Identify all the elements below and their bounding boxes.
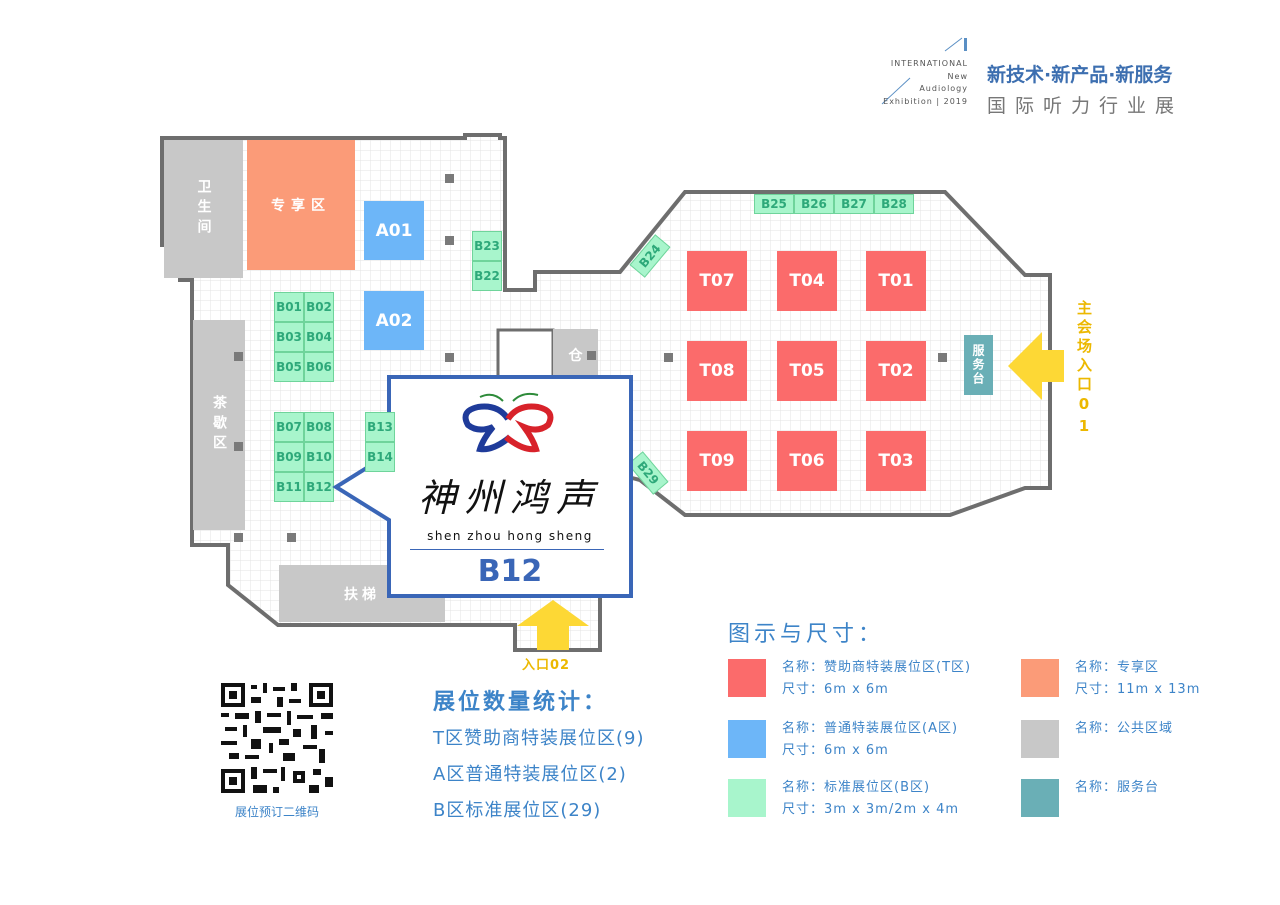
booth-b08[interactable]: B08 xyxy=(304,412,334,442)
booth-b10[interactable]: B10 xyxy=(304,442,334,472)
slogan: 新技术·新产品·新服务 xyxy=(987,64,1173,86)
booth-b11[interactable]: B11 xyxy=(274,472,304,502)
main-entrance-label: 主会场入口01 xyxy=(1075,300,1093,439)
booth-a01[interactable]: A01 xyxy=(364,201,424,260)
legend-item-b: 名称：标准展位区(B区) 尺寸：3m x 3m/2m x 4m xyxy=(782,777,959,821)
booth-t01[interactable]: T01 xyxy=(866,251,926,311)
exhibition-logo: INTERNATIONAL New Audiology Exhibition |… xyxy=(880,36,970,116)
pillar xyxy=(664,353,673,362)
booth-b12[interactable]: B12 xyxy=(304,472,334,502)
legend-item-vip: 名称：专享区尺寸：11m x 13m xyxy=(1075,657,1200,701)
legend-swatch-a xyxy=(728,720,766,758)
booth-t04[interactable]: T04 xyxy=(777,251,837,311)
legend-swatch-service xyxy=(1021,779,1059,817)
legend-size: 尺寸：3m x 3m/2m x 4m xyxy=(782,802,960,817)
booth-b13[interactable]: B13 xyxy=(365,412,395,442)
legend-swatch-vip xyxy=(1021,659,1059,697)
legend-name: 名称：专享区 xyxy=(1075,660,1160,675)
stats-title: 展位数量统计： xyxy=(433,690,609,715)
legend-name: 名称：普通特装展位区(A区) xyxy=(782,721,959,736)
booth-b25[interactable]: B25 xyxy=(754,194,794,214)
pillar xyxy=(445,353,454,362)
legend-name: 名称：公共区域 xyxy=(1075,721,1174,736)
legend-size: 尺寸：6m x 6m xyxy=(782,682,889,697)
booth-b01[interactable]: B01 xyxy=(274,292,304,322)
booth-a02[interactable]: A02 xyxy=(364,291,424,350)
entrance-arrow-up-icon xyxy=(517,600,589,650)
pillar xyxy=(587,351,596,360)
legend-name: 名称：标准展位区(B区) xyxy=(782,780,931,795)
pillar xyxy=(234,442,243,451)
qr-code[interactable] xyxy=(221,683,333,793)
popup-booth-number: B12 xyxy=(477,554,543,589)
popup-divider xyxy=(410,549,604,550)
booth-t02[interactable]: T02 xyxy=(866,341,926,401)
pillar xyxy=(234,533,243,542)
pillar xyxy=(234,352,243,361)
exhibition-subtitle: 国际听力行业展 xyxy=(987,95,1184,117)
booth-t03[interactable]: T03 xyxy=(866,431,926,491)
booth-b28[interactable]: B28 xyxy=(874,194,914,214)
booth-b26[interactable]: B26 xyxy=(794,194,834,214)
legend-name: 名称：赞助商特装展位区(T区) xyxy=(782,660,972,675)
booth-t05[interactable]: T05 xyxy=(777,341,837,401)
pillar xyxy=(938,353,947,362)
booth-popup[interactable]: 神州鸿声 shen zhou hong sheng B12 xyxy=(391,379,629,593)
legend-swatch-public xyxy=(1021,720,1059,758)
booth-t08[interactable]: T08 xyxy=(687,341,747,401)
legend-title: 图示与尺寸： xyxy=(728,622,885,647)
pillar xyxy=(287,533,296,542)
company-name-cn: 神州鸿声 xyxy=(417,476,602,520)
logo-line: Audiology xyxy=(919,84,968,93)
stats-line-t: T区赞助商特装展位区(9) xyxy=(433,728,645,749)
entrance-arrow-left-icon xyxy=(1008,332,1064,400)
booth-b27[interactable]: B27 xyxy=(834,194,874,214)
legend-item-public: 名称：公共区域 xyxy=(1075,718,1173,740)
stats-line-a: A区普通特装展位区(2) xyxy=(433,764,627,785)
vip-zone[interactable]: 专享区 xyxy=(247,140,355,270)
pillar xyxy=(445,236,454,245)
service-desk: 服务台 xyxy=(964,335,993,395)
logo-line: Exhibition | 2019 xyxy=(883,96,968,106)
booth-t07[interactable]: T07 xyxy=(687,251,747,311)
booth-b02[interactable]: B02 xyxy=(304,292,334,322)
entrance-02-label: 入口02 xyxy=(522,658,571,673)
legend-name: 名称：服务台 xyxy=(1075,780,1160,795)
booth-t09[interactable]: T09 xyxy=(687,431,747,491)
legend-item-service: 名称：服务台 xyxy=(1075,777,1159,799)
company-name-pinyin: shen zhou hong sheng xyxy=(427,529,593,543)
booth-b22[interactable]: B22 xyxy=(472,261,502,291)
restroom: 卫生间 xyxy=(164,140,243,278)
booth-b04[interactable]: B04 xyxy=(304,322,334,352)
pillar xyxy=(445,174,454,183)
booth-b14[interactable]: B14 xyxy=(365,442,395,472)
logo-line: INTERNATIONAL xyxy=(890,59,968,68)
legend-swatch-b xyxy=(728,779,766,817)
logo-mark-icon xyxy=(881,37,967,105)
booth-b07[interactable]: B07 xyxy=(274,412,304,442)
booth-b06[interactable]: B06 xyxy=(304,352,334,382)
legend-size: 尺寸：6m x 6m xyxy=(782,743,889,758)
booth-b05[interactable]: B05 xyxy=(274,352,304,382)
legend-swatch-t xyxy=(728,659,766,697)
legend-item-t: 名称：赞助商特装展位区(T区) 尺寸：6m x 6m xyxy=(782,657,971,701)
booth-b03[interactable]: B03 xyxy=(274,322,304,352)
legend-item-a: 名称：普通特装展位区(A区) 尺寸：6m x 6m xyxy=(782,718,958,762)
booth-b23[interactable]: B23 xyxy=(472,231,502,261)
legend-size: 尺寸：11m x 13m xyxy=(1075,682,1201,697)
logo-line: New xyxy=(947,71,968,81)
company-butterfly-logo-icon xyxy=(462,392,554,453)
qr-code-label: 展位预订二维码 xyxy=(234,805,319,819)
booth-t06[interactable]: T06 xyxy=(777,431,837,491)
stats-line-b: B区标准展位区(29) xyxy=(433,800,602,821)
booth-b09[interactable]: B09 xyxy=(274,442,304,472)
